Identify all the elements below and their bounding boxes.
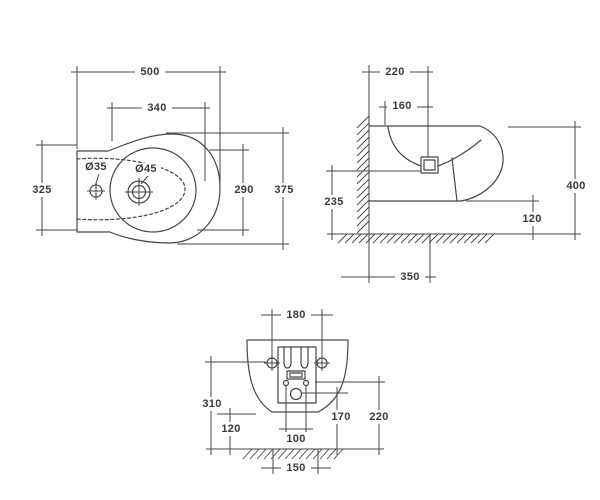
front-outlet-outer <box>286 370 306 380</box>
front-dim-170-label: 170 <box>331 411 350 423</box>
front-outlet-screw-left <box>282 379 290 387</box>
plan-hidden-contour <box>76 157 186 221</box>
side-tap-hole-outer <box>420 156 439 174</box>
plan-dim-500-label: 500 <box>140 66 159 78</box>
front-dim-120-label: 120 <box>221 423 240 435</box>
side-dim-400-label: 400 <box>566 180 585 192</box>
side-tap-hole-inner <box>423 159 436 171</box>
side-dim-220-label: 220 <box>385 66 404 78</box>
label-background <box>216 422 246 436</box>
plan-dim-325-label: 325 <box>32 184 51 196</box>
front-outlet-screw-right <box>302 379 310 387</box>
side-view: 220 160 235 400 120 350 <box>319 65 591 284</box>
label-background <box>81 161 112 174</box>
label-background <box>387 99 417 113</box>
label-background <box>130 163 161 176</box>
plan-view: 500 340 325 290 375 Ø35 Ø45 <box>27 65 299 250</box>
floor-hatching <box>337 233 495 244</box>
label-background <box>142 101 172 115</box>
front-trap-right-slot <box>300 346 309 369</box>
label-background <box>197 397 227 411</box>
plan-dim-375-label: 375 <box>274 184 293 196</box>
side-dim-350-label: 350 <box>400 271 419 283</box>
front-fixing-hole-left-crosshair <box>264 355 280 371</box>
front-dim-310-label: 310 <box>202 398 221 410</box>
front-dim-100-label: 100 <box>286 433 305 445</box>
label-background <box>281 432 311 446</box>
front-outlet-inner <box>289 372 303 378</box>
plan-outline <box>76 133 221 244</box>
label-background <box>135 65 165 79</box>
front-fixing-hole-right-crosshair <box>314 355 330 371</box>
label-background <box>319 195 349 209</box>
front-trap-housing <box>277 346 317 404</box>
label-background <box>326 410 356 424</box>
side-bowl-divider <box>451 157 458 202</box>
label-background <box>281 308 311 322</box>
label-background <box>561 179 591 193</box>
label-background <box>364 410 394 424</box>
front-dim-180-label: 180 <box>286 309 305 321</box>
plan-hole-45-label: Ø45 <box>135 163 157 175</box>
side-bowl-front-curve <box>437 139 482 167</box>
plan-hole-small-crosshair <box>87 182 105 200</box>
label-background <box>27 183 57 197</box>
front-view: 180 310 120 100 150 170 220 <box>197 308 394 475</box>
wall-hatching <box>356 115 370 234</box>
side-dim-120-label: 120 <box>522 213 541 225</box>
front-outline <box>246 339 349 413</box>
label-background <box>395 270 425 284</box>
label-background <box>380 65 410 79</box>
floor-hatching <box>242 448 344 460</box>
front-drain-hole <box>289 387 303 401</box>
side-front-curve <box>460 125 504 202</box>
plan-hole-35-label: Ø35 <box>85 161 107 173</box>
label-background <box>229 183 259 197</box>
front-dim-150-label: 150 <box>286 462 305 474</box>
plan-hole-tap-crosshair <box>125 178 153 206</box>
side-dim-235-label: 235 <box>324 196 343 208</box>
front-dim-220-label: 220 <box>369 411 388 423</box>
side-bowl-back-curve <box>387 126 422 167</box>
label-background <box>269 183 299 197</box>
plan-dim-290-label: 290 <box>234 184 253 196</box>
leader-line <box>140 175 149 185</box>
side-dim-160-label: 160 <box>392 100 411 112</box>
plan-dim-340-label: 340 <box>147 102 166 114</box>
front-trap-left-slot <box>283 346 292 369</box>
leader-line <box>95 172 100 185</box>
plan-inner-rim <box>109 147 197 233</box>
label-background <box>517 212 547 226</box>
label-background <box>281 461 311 475</box>
